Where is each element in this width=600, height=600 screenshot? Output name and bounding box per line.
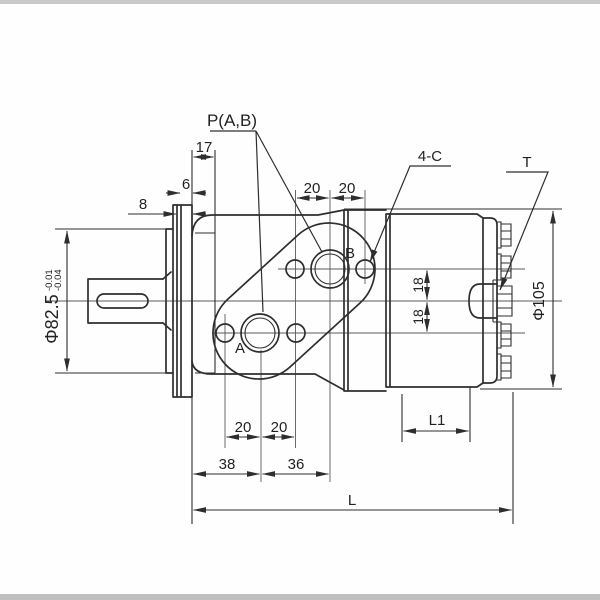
scan-edge-bottom bbox=[0, 594, 600, 600]
bolt-hole-a-right bbox=[286, 323, 306, 343]
leader-check-plug bbox=[499, 171, 549, 291]
labels: P(A,B) 4-C T B A 17 6 8 20 20 20 20 38 3… bbox=[42, 111, 548, 509]
port-a-outer bbox=[240, 313, 280, 353]
dim-label-pilot-tol-hi: -0.01 bbox=[44, 269, 55, 291]
dim-label-body-dia: Φ105 bbox=[531, 281, 548, 321]
plug-washer bbox=[492, 279, 497, 323]
dim-label-l1: L1 bbox=[429, 412, 446, 429]
ext-l1 bbox=[401, 387, 471, 442]
shaft-fillet bbox=[162, 271, 172, 331]
port-b-label: B bbox=[345, 245, 355, 262]
dim-label-38: 38 bbox=[219, 456, 236, 473]
bolt-head bbox=[497, 221, 512, 249]
dim-label-l: L bbox=[348, 492, 356, 509]
mid-section bbox=[343, 209, 387, 392]
port-boss bbox=[212, 222, 376, 380]
port-b-thread bbox=[314, 253, 346, 285]
front-housing-bore bbox=[195, 232, 216, 374]
bolt-head bbox=[497, 321, 512, 349]
dim-label-pilot-dia-group: Φ82.5 -0.01 -0.04 bbox=[42, 269, 64, 343]
dim-label-20-bottom-right: 20 bbox=[271, 419, 288, 436]
dim-label-pilot-dia: Φ82.5 bbox=[42, 294, 62, 343]
bolt-hole-b-right bbox=[355, 259, 375, 279]
scan-edge-top bbox=[0, 0, 600, 4]
leader-ports bbox=[210, 130, 323, 313]
bolt-head bbox=[497, 353, 512, 381]
centerlines bbox=[45, 190, 562, 482]
bolt-hole-a-left bbox=[215, 323, 235, 343]
port-b-outer bbox=[310, 249, 350, 289]
callout-check-plug: T bbox=[522, 154, 531, 171]
dim-label-36: 36 bbox=[288, 456, 305, 473]
leader-lines bbox=[210, 130, 549, 313]
dim-label-18-lower: 18 bbox=[410, 309, 426, 325]
motor-outline bbox=[87, 204, 513, 398]
port-a-thread bbox=[244, 317, 276, 349]
dim-label-6: 6 bbox=[182, 176, 190, 193]
dim-label-18-upper-group: 18 bbox=[410, 277, 426, 293]
plug-dome bbox=[468, 283, 498, 319]
bolt-hole-b-left bbox=[285, 259, 305, 279]
dim-label-20-top-right: 20 bbox=[339, 180, 356, 197]
dim-label-20-top-left: 20 bbox=[304, 180, 321, 197]
dim-label-18-lower-group: 18 bbox=[410, 309, 426, 325]
dim-label-8: 8 bbox=[139, 196, 147, 213]
dim-label-20-bottom-left: 20 bbox=[235, 419, 252, 436]
dim-label-pilot-tol-lo: -0.04 bbox=[53, 269, 64, 291]
callout-ports: P(A,B) bbox=[207, 111, 257, 130]
cover-bolts bbox=[497, 221, 512, 381]
center-plug bbox=[468, 279, 513, 323]
shaft bbox=[87, 278, 164, 324]
bolt-head bbox=[497, 253, 512, 281]
leader-corner-holes bbox=[369, 165, 451, 263]
port-a-label: A bbox=[235, 340, 245, 357]
dim-label-17: 17 bbox=[196, 139, 213, 156]
dimension-lines bbox=[64, 154, 556, 513]
keyway bbox=[96, 293, 149, 309]
callout-corner-holes: 4-C bbox=[418, 148, 442, 165]
extension-lines bbox=[55, 150, 562, 524]
end-cover bbox=[482, 217, 498, 384]
dim-label-body-dia-group: Φ105 bbox=[531, 281, 548, 321]
ext-pilot-dia bbox=[55, 228, 172, 374]
dim-label-18-upper: 18 bbox=[410, 277, 426, 293]
gerotor-block bbox=[385, 213, 484, 388]
